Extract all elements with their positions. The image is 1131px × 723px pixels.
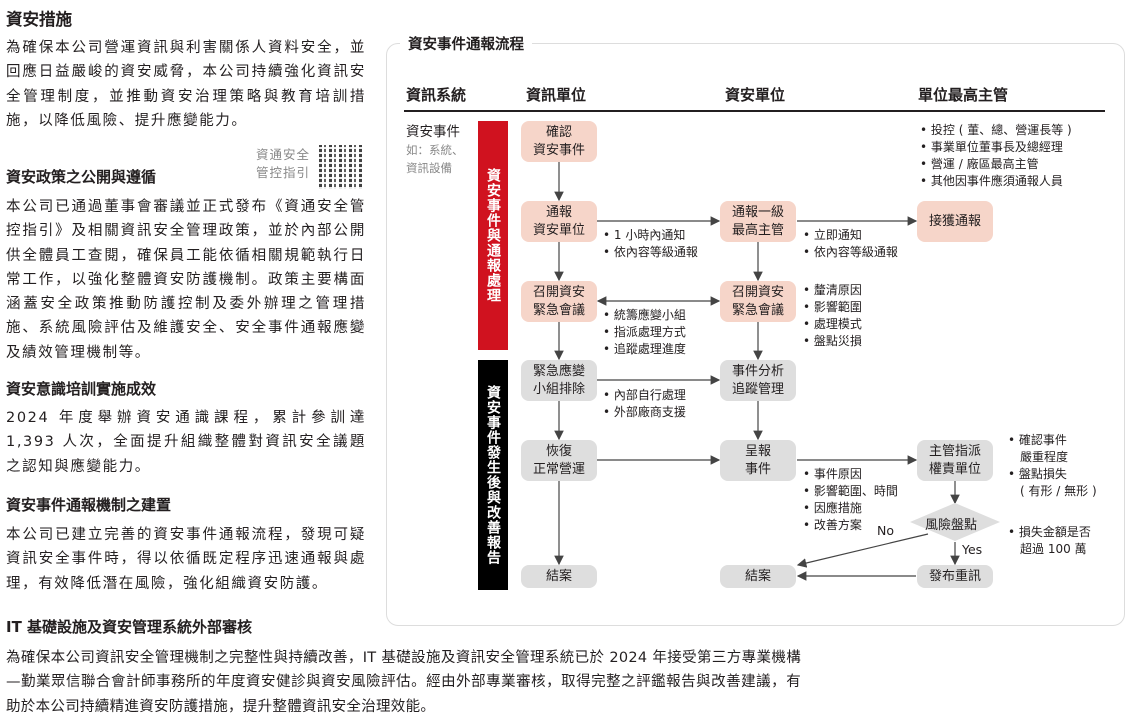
bullets-assign: 確認事件嚴重程度盤點損失( 有形 / 無形 )	[1008, 432, 1097, 500]
column-header: 資安單位	[725, 86, 786, 104]
section-heading: 資安意識培訓實施成效	[6, 380, 157, 398]
box-close-1: 結案	[521, 565, 597, 588]
box-response-team: 緊急應變小組排除	[521, 360, 597, 401]
qr-code[interactable]	[319, 145, 363, 189]
source-label: 資安事件	[406, 124, 460, 140]
bullets-meeting-2: 釐清原因影響範圍處理模式盤點災損	[803, 282, 862, 350]
section-heading: 資安事件通報機制之建置	[6, 496, 172, 514]
box-restore: 恢復正常營運	[521, 440, 597, 481]
section-body: 為確保本公司資訊安全管理機制之完整性與持續改善，IT 基礎設施及資訊安全管理系統…	[6, 650, 801, 715]
box-announce: 發布重訊	[917, 565, 993, 588]
bullets-team: 內部自行處理外部廠商支援	[603, 387, 686, 421]
box-meeting-1: 召開資安緊急會議	[521, 281, 597, 322]
risk-label: 風險盤點	[925, 518, 978, 533]
box-close-2: 結案	[720, 565, 796, 588]
bullets-notify-top: 立即通知依內容等級通報	[803, 227, 898, 261]
box-notify-top: 通報一級最高主管	[720, 201, 796, 242]
source-sub: 如：系統、資訊設備	[406, 143, 464, 175]
yes-label: Yes	[962, 542, 983, 557]
box-confirm-event: 確認資安事件	[521, 121, 597, 162]
box-assign: 主管指派權責單位	[917, 440, 993, 481]
header-rule	[404, 110, 1105, 112]
phase-bar-notify: 資安事件與通報處理	[478, 121, 508, 350]
section-heading: IT 基礎設施及資安管理系統外部審核	[6, 618, 253, 636]
box-notify-security: 通報資安單位	[521, 201, 597, 242]
flow-title: 資安事件通報流程	[400, 33, 532, 54]
flow-panel	[386, 43, 1125, 626]
bullets-report: 事件原因影響範圍、時間因應措施改善方案	[803, 466, 898, 534]
box-receive: 接獲通報	[917, 201, 993, 242]
box-report: 呈報事件	[720, 440, 796, 481]
bullets-notify: 1 小時內通知依內容等級通報	[603, 227, 698, 261]
qr-label: 資通安全管控指引	[256, 147, 311, 180]
bullets-meeting: 統籌應變小組指派處理方式追蹤處理進度	[603, 307, 686, 358]
page-title: 資安措施	[6, 10, 72, 29]
box-analysis: 事件分析追蹤管理	[720, 360, 796, 401]
column-header: 資訊單位	[526, 86, 587, 104]
intro-paragraph: 為確保本公司營運資訊與利害關係人資料安全，並回應日益嚴峻的資安威脅，本公司持續強…	[6, 40, 366, 129]
column-header: 資訊系統	[406, 86, 467, 104]
no-label: No	[877, 523, 894, 538]
section-body: 本公司已通過董事會審議並正式發布《資通安全管控指引》及相關資訊安全管理政策，並於…	[6, 199, 366, 361]
section-body: 本公司已建立完善的資安事件通報流程，發現可疑資訊安全事件時，得以依循既定程序迅速…	[6, 527, 366, 592]
box-meeting-2: 召開資安緊急會議	[720, 281, 796, 322]
decision-diamond	[910, 503, 1000, 541]
phase-bar-after: 資安事件發生後與改善報告	[478, 360, 508, 590]
bullets-top-managers: 投控 ( 董、總、營運長等 )事業單位董事長及總經理營運 / 廠區最高主管其他因…	[920, 122, 1072, 190]
column-header: 單位最高主管	[918, 86, 1009, 104]
section-body: 2024 年度舉辦資安通識課程，累計參訓達 1,393 人次，全面提升組織整體對…	[6, 410, 366, 475]
section-heading: 資安政策之公開與遵循	[6, 168, 157, 186]
